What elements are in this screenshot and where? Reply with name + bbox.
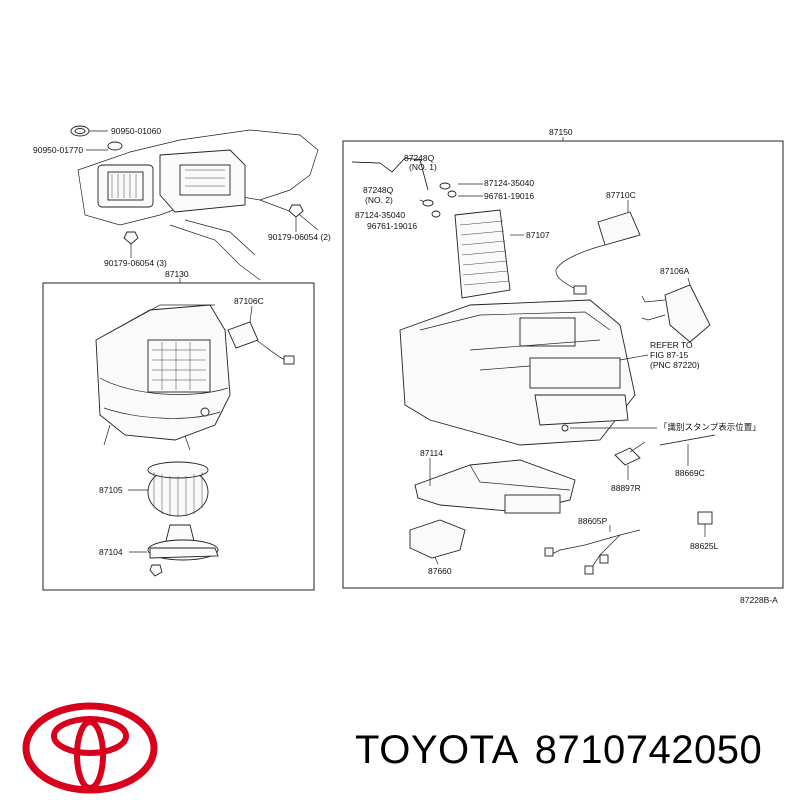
brand-name: TOYOTA bbox=[355, 728, 519, 772]
label-87660: 87660 bbox=[428, 566, 452, 576]
duct-87114 bbox=[414, 458, 576, 514]
motor-87104 bbox=[129, 524, 219, 577]
figure-code: 87228B-A bbox=[740, 595, 778, 605]
label-87105: 87105 bbox=[99, 485, 123, 495]
servo-87710C bbox=[555, 200, 641, 295]
label-87114: 87114 bbox=[420, 448, 443, 458]
toyota-logo bbox=[22, 702, 158, 794]
label-87124-35040-b: 87124-35040 bbox=[355, 210, 405, 220]
label-87130: 87130 bbox=[165, 269, 189, 279]
label-87104: 87104 bbox=[99, 547, 123, 557]
sensor-hose-88669C bbox=[659, 434, 716, 466]
label-90950-01770: 90950-01770 bbox=[33, 145, 83, 155]
label-87248Q-no2-sub: (NO. 2) bbox=[365, 195, 393, 205]
label-90179-06054-2: 90179-06054 (2) bbox=[268, 232, 331, 242]
blower-housing bbox=[95, 304, 231, 451]
label-96761-19016-a: 96761-19016 bbox=[484, 191, 534, 201]
sensor-88897R bbox=[614, 441, 646, 480]
label-96761-19016-b: 96761-19016 bbox=[367, 221, 417, 231]
label-refer-to: REFER TO bbox=[650, 340, 693, 350]
servo-87106A bbox=[641, 277, 711, 343]
label-87106A: 87106A bbox=[660, 266, 690, 276]
wire-harness-88605P bbox=[544, 525, 641, 575]
label-stamp-note: 「識別スタンプ表示位置」 bbox=[659, 422, 761, 432]
brand-text: TOYOTA 8710742050 bbox=[355, 728, 778, 773]
sensor-88625L bbox=[697, 511, 713, 537]
label-88669C: 88669C bbox=[675, 468, 705, 478]
heater-case bbox=[399, 299, 636, 446]
resistor-87106C bbox=[227, 305, 295, 365]
label-87248Q-no2: 87248Q bbox=[363, 185, 394, 195]
label-88605P: 88605P bbox=[578, 516, 608, 526]
label-87106C: 87106C bbox=[234, 296, 264, 306]
label-refer-fig: FIG 87-15 bbox=[650, 350, 689, 360]
label-87107: 87107 bbox=[526, 230, 550, 240]
label-87248Q-no1: 87248Q bbox=[404, 153, 435, 163]
label-refer-pnc: (PNC 87220) bbox=[650, 360, 700, 370]
fan-87105 bbox=[128, 461, 209, 517]
blower-group-box bbox=[42, 282, 315, 591]
label-90950-01060: 90950-01060 bbox=[111, 126, 161, 136]
part-number: 8710742050 bbox=[534, 728, 763, 772]
label-87710C: 87710C bbox=[606, 190, 636, 200]
water-hoses bbox=[351, 157, 457, 218]
label-90179-06054-3: 90179-06054 (3) bbox=[104, 258, 167, 268]
label-87150: 87150 bbox=[549, 127, 573, 137]
label-88897R: 88897R bbox=[611, 483, 641, 493]
heater-core-87107 bbox=[454, 209, 524, 299]
dashboard-assembly bbox=[70, 125, 319, 281]
label-87248Q-no1-sub: (NO. 1) bbox=[409, 162, 437, 172]
evaporator-cover-87660 bbox=[409, 519, 466, 565]
label-88625L: 88625L bbox=[690, 541, 719, 551]
label-87124-35040-a: 87124-35040 bbox=[484, 178, 534, 188]
